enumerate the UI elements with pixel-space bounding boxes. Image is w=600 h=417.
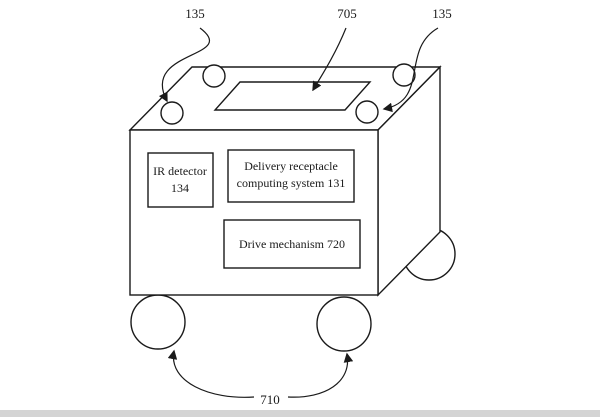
sensor-circle-front-left — [160, 101, 184, 125]
drive-mechanism-label: Drive mechanism 720 — [239, 237, 345, 251]
ref-label-705: 705 — [337, 6, 357, 21]
ref-label-135-left: 135 — [185, 6, 205, 21]
drive-mechanism-box — [223, 219, 361, 269]
sensor-circle-front-right — [355, 100, 379, 124]
computing-system-label-line1: Delivery receptacle — [244, 159, 338, 173]
wheel-front-right — [316, 296, 372, 352]
computing-system-box — [227, 149, 355, 203]
ir-detector-label-line2: 134 — [171, 181, 189, 195]
sensor-circle-back-left — [202, 64, 226, 88]
leader-arrow-710-right — [287, 352, 354, 398]
ref-label-135-right: 135 — [432, 6, 452, 21]
ref-label-710: 710 — [260, 392, 280, 407]
ir-detector-box — [147, 152, 214, 208]
leader-arrow-135-right — [382, 27, 439, 113]
leader-arrow-710-left — [167, 349, 255, 398]
leader-arrow-135-left — [158, 27, 210, 103]
top-access-panel — [213, 81, 372, 111]
sensor-circle-back-right — [392, 63, 416, 87]
wheel-front-left — [130, 294, 186, 350]
leader-arrow-705 — [312, 27, 347, 92]
computing-system-label-line2: computing system 131 — [237, 176, 346, 190]
ir-detector-label-line1: IR detector — [153, 164, 207, 178]
page-bottom-edge — [0, 410, 600, 417]
